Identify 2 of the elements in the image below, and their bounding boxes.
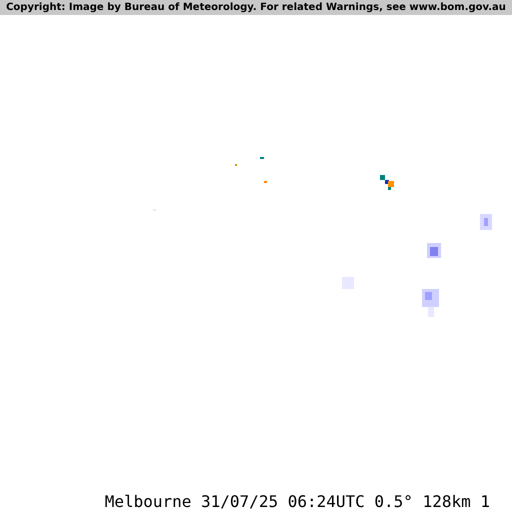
radar-info-caption: Melbourne 31/07/25 06:24UTC 0.5° 128km 1 (104, 492, 490, 511)
copyright-notice: Copyright: Image by Bureau of Meteorology. For related Warnings, see www.bom.gov.au (0, 0, 512, 15)
